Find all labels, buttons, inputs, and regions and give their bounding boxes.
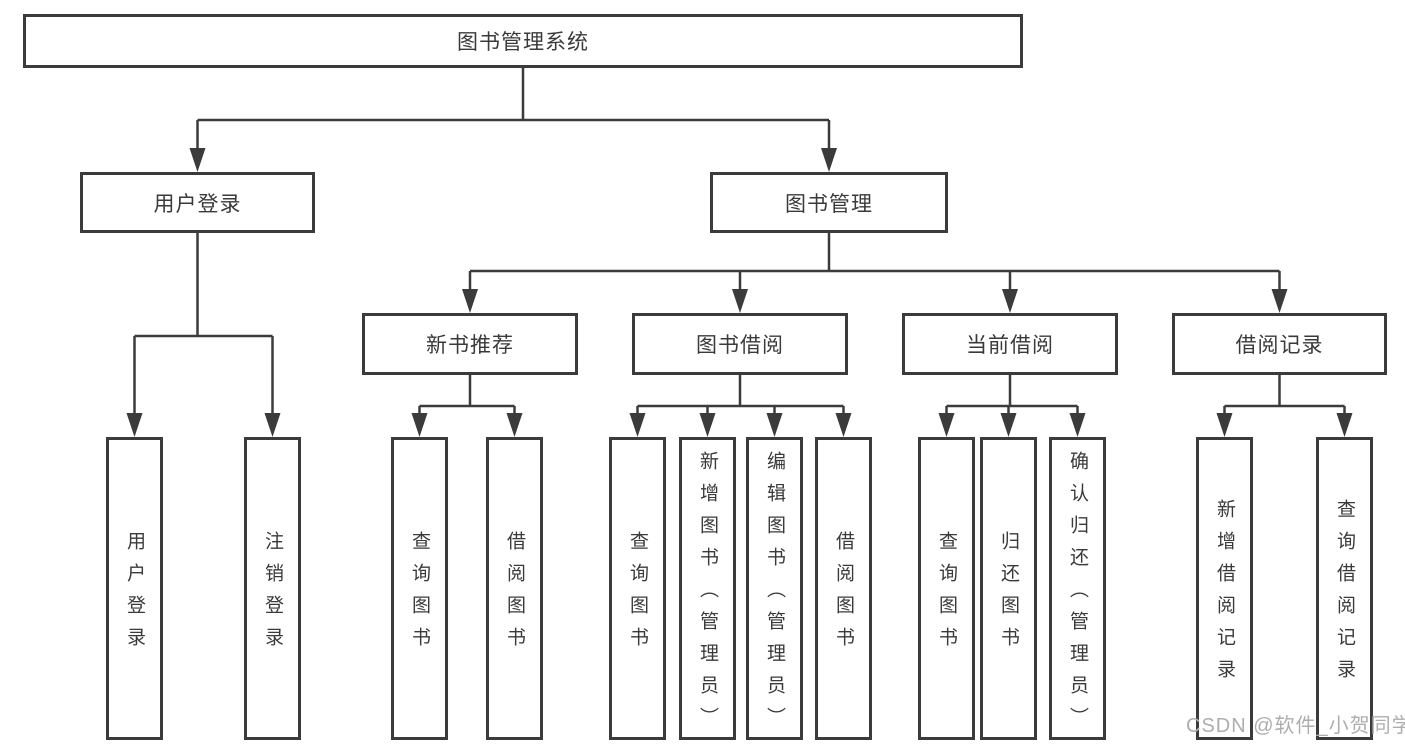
node-borrow-record: 借阅记录 <box>1172 313 1387 375</box>
node-new-book-rec: 新书推荐 <box>362 313 578 375</box>
connector-bookmgmt-to-level3 <box>468 233 1281 292</box>
connector-bookborrow-to-leaves <box>636 375 845 416</box>
leaf-borrow-book-recommend: 借阅图书 <box>486 437 543 740</box>
leaf-confirm-return-admin: 确认归还（管理员） <box>1049 437 1106 740</box>
connector-currentborrow-to-leaves <box>945 375 1079 416</box>
node-current-borrow: 当前借阅 <box>902 313 1118 375</box>
connector-newbookrec-to-leaves <box>418 375 516 416</box>
leaf-return-book: 归还图书 <box>980 437 1037 740</box>
node-book-mgmt: 图书管理 <box>710 172 948 233</box>
leaf-query-borrow-record: 查询借阅记录 <box>1316 437 1373 740</box>
leaf-query-book-current: 查询图书 <box>918 437 975 740</box>
connector-borrowrecord-to-leaves <box>1223 375 1346 416</box>
leaf-user-login: 用户登录 <box>106 437 163 740</box>
leaf-query-book-borrow: 查询图书 <box>609 437 666 740</box>
leaf-query-book-recommend: 查询图书 <box>391 437 448 740</box>
leaf-logout-login: 注销登录 <box>244 437 301 740</box>
leaf-borrow-book: 借阅图书 <box>815 437 872 740</box>
node-user-login: 用户登录 <box>80 172 315 233</box>
connector-userlogin-to-leaves <box>133 233 274 416</box>
node-root: 图书管理系统 <box>23 14 1023 68</box>
node-book-borrow: 图书借阅 <box>632 313 848 375</box>
leaf-add-borrow-record: 新增借阅记录 <box>1196 437 1253 740</box>
csdn-watermark: CSDN @软件_小贺同学 <box>1186 715 1405 737</box>
leaf-edit-book-admin: 编辑图书（管理员） <box>746 437 803 740</box>
leaf-add-book-admin: 新增图书（管理员） <box>679 437 736 740</box>
connector-root-to-level2 <box>196 68 831 152</box>
